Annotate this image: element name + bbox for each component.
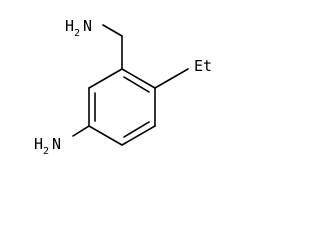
bottom-amine-subscript: 2: [43, 146, 49, 157]
ring-double-bond-bottom-right: [123, 121, 150, 138]
chemical-structure: H 2 N Et H 2 N: [34, 17, 212, 157]
top-amine-n: N: [83, 17, 92, 35]
top-amine-h: H: [65, 17, 74, 35]
bond-ring-to-ethyl: [154, 68, 189, 89]
top-amine-subscript: 2: [74, 28, 80, 39]
ring-bond-bottom-left: [88, 125, 123, 146]
ring-bond-bottom-right: [121, 125, 156, 146]
ring-bond-top-left: [88, 68, 123, 89]
top-amine-label: H 2 N: [65, 17, 92, 39]
bottom-amine-n: N: [52, 135, 61, 153]
bond-ch2-to-amine: [102, 24, 123, 37]
bond-ring-to-bottom-amine: [72, 125, 90, 137]
ethyl-label: Et: [194, 57, 212, 75]
ring-double-bond-top-right: [123, 76, 150, 93]
bottom-amine-label: H 2 N: [34, 135, 61, 157]
benzene-ring: [88, 68, 156, 146]
ring-bond-top-right: [121, 68, 156, 89]
bottom-amine-h: H: [34, 135, 43, 153]
